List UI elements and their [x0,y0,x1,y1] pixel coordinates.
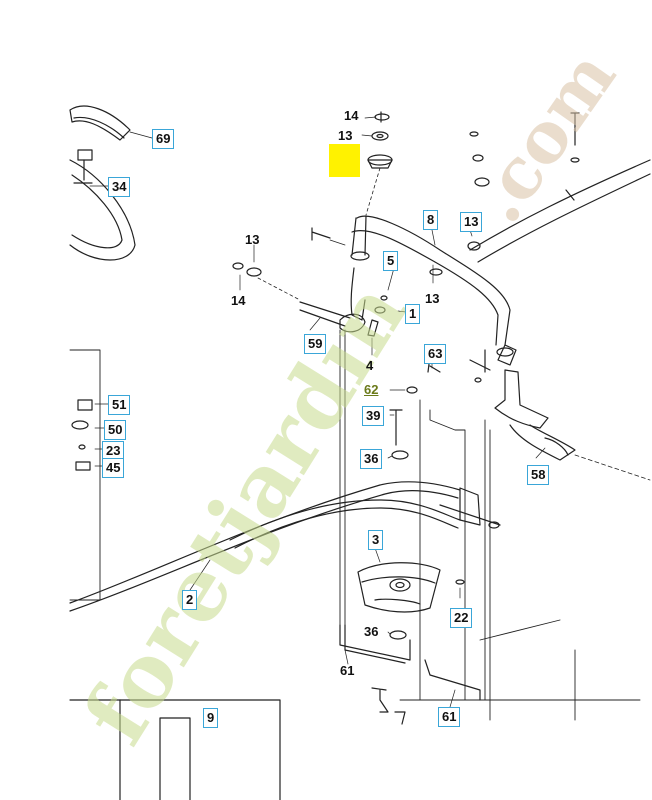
top-washer-stack [365,111,393,216]
part-label-58[interactable]: 58 [527,465,550,485]
steering-wheel-assembly [69,105,136,261]
part-label-14-top[interactable]: 14 [344,108,359,123]
leader-lines [189,116,546,708]
part-label-45[interactable]: 45 [102,458,125,478]
part-label-2[interactable]: 2 [182,590,198,610]
part-label-36-bottom[interactable]: 36 [364,624,379,639]
steering-column [299,215,517,366]
guide-lines [339,329,641,721]
part-label-39[interactable]: 39 [362,406,385,426]
part-label-59[interactable]: 59 [304,334,327,354]
part-label-23[interactable]: 23 [102,441,125,461]
part-label-63[interactable]: 63 [424,344,447,364]
part-label-3[interactable]: 3 [368,530,384,550]
upper-pipe [467,112,651,263]
lower-rods [339,624,481,725]
part-label-13-left[interactable]: 13 [245,232,260,247]
part-label-61-right[interactable]: 61 [438,707,461,727]
part-label-50[interactable]: 50 [104,420,127,440]
part-label-1[interactable]: 1 [405,304,421,324]
part-label-5[interactable]: 5 [383,251,399,271]
part-label-13-mid[interactable]: 13 [425,291,440,306]
bottom-frame [69,699,281,800]
pulley-plate [357,450,465,640]
part-label-36-top[interactable]: 36 [360,449,383,469]
left-washers [232,227,331,301]
left-mid-parts [69,349,109,601]
part-label-13-right[interactable]: 13 [460,212,483,232]
part-label-13-top[interactable]: 13 [338,128,353,143]
part-label-69[interactable]: 69 [152,129,175,149]
part-label-4[interactable]: 4 [366,358,374,373]
part-label-8[interactable]: 8 [423,210,439,230]
throttle-cables [69,481,501,612]
part-label-34[interactable]: 34 [108,177,131,197]
part-label-22[interactable]: 22 [450,608,473,628]
highlighted-part-marker [329,144,360,177]
part-label-14-left[interactable]: 14 [231,293,246,308]
part-label-62[interactable]: 62 [364,382,379,397]
part-label-9[interactable]: 9 [203,708,219,728]
steering-arm-right [469,349,651,481]
part-label-61-left[interactable]: 61 [340,663,355,678]
part-label-51[interactable]: 51 [108,395,131,415]
